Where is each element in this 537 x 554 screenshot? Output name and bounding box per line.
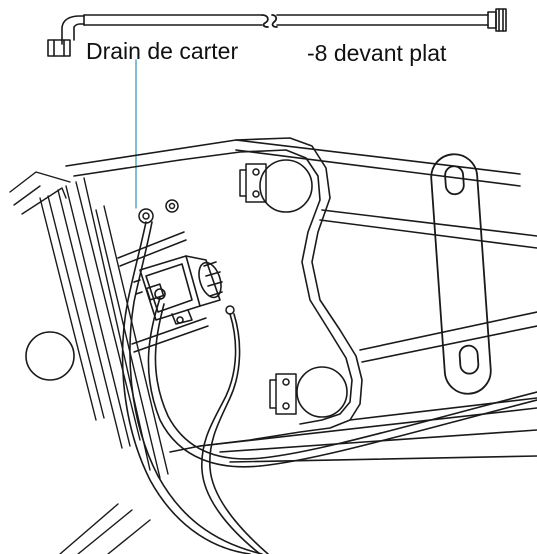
lower-opening xyxy=(296,366,348,418)
round-boss xyxy=(25,331,75,381)
hose-break-symbol xyxy=(261,14,278,28)
upper-opening xyxy=(259,159,313,213)
plate-openings xyxy=(259,159,348,418)
drain-hoses xyxy=(121,221,537,554)
hose-segment-left xyxy=(83,14,263,26)
valve-block xyxy=(133,255,223,325)
elbow-nut xyxy=(47,39,71,57)
mounting-brackets xyxy=(239,163,297,415)
frame-rails xyxy=(9,171,169,554)
hose-assembly xyxy=(47,8,507,57)
flat-fitting-label: -8 devant plat xyxy=(307,40,447,66)
hose-segment-right xyxy=(276,14,489,26)
elbow-fitting xyxy=(61,15,85,45)
oil-fittings xyxy=(117,199,235,353)
link-arm xyxy=(430,153,492,395)
straight-fitting xyxy=(487,11,497,29)
mounting-plate xyxy=(65,137,537,463)
drain-label: Drain de carter xyxy=(86,38,239,64)
